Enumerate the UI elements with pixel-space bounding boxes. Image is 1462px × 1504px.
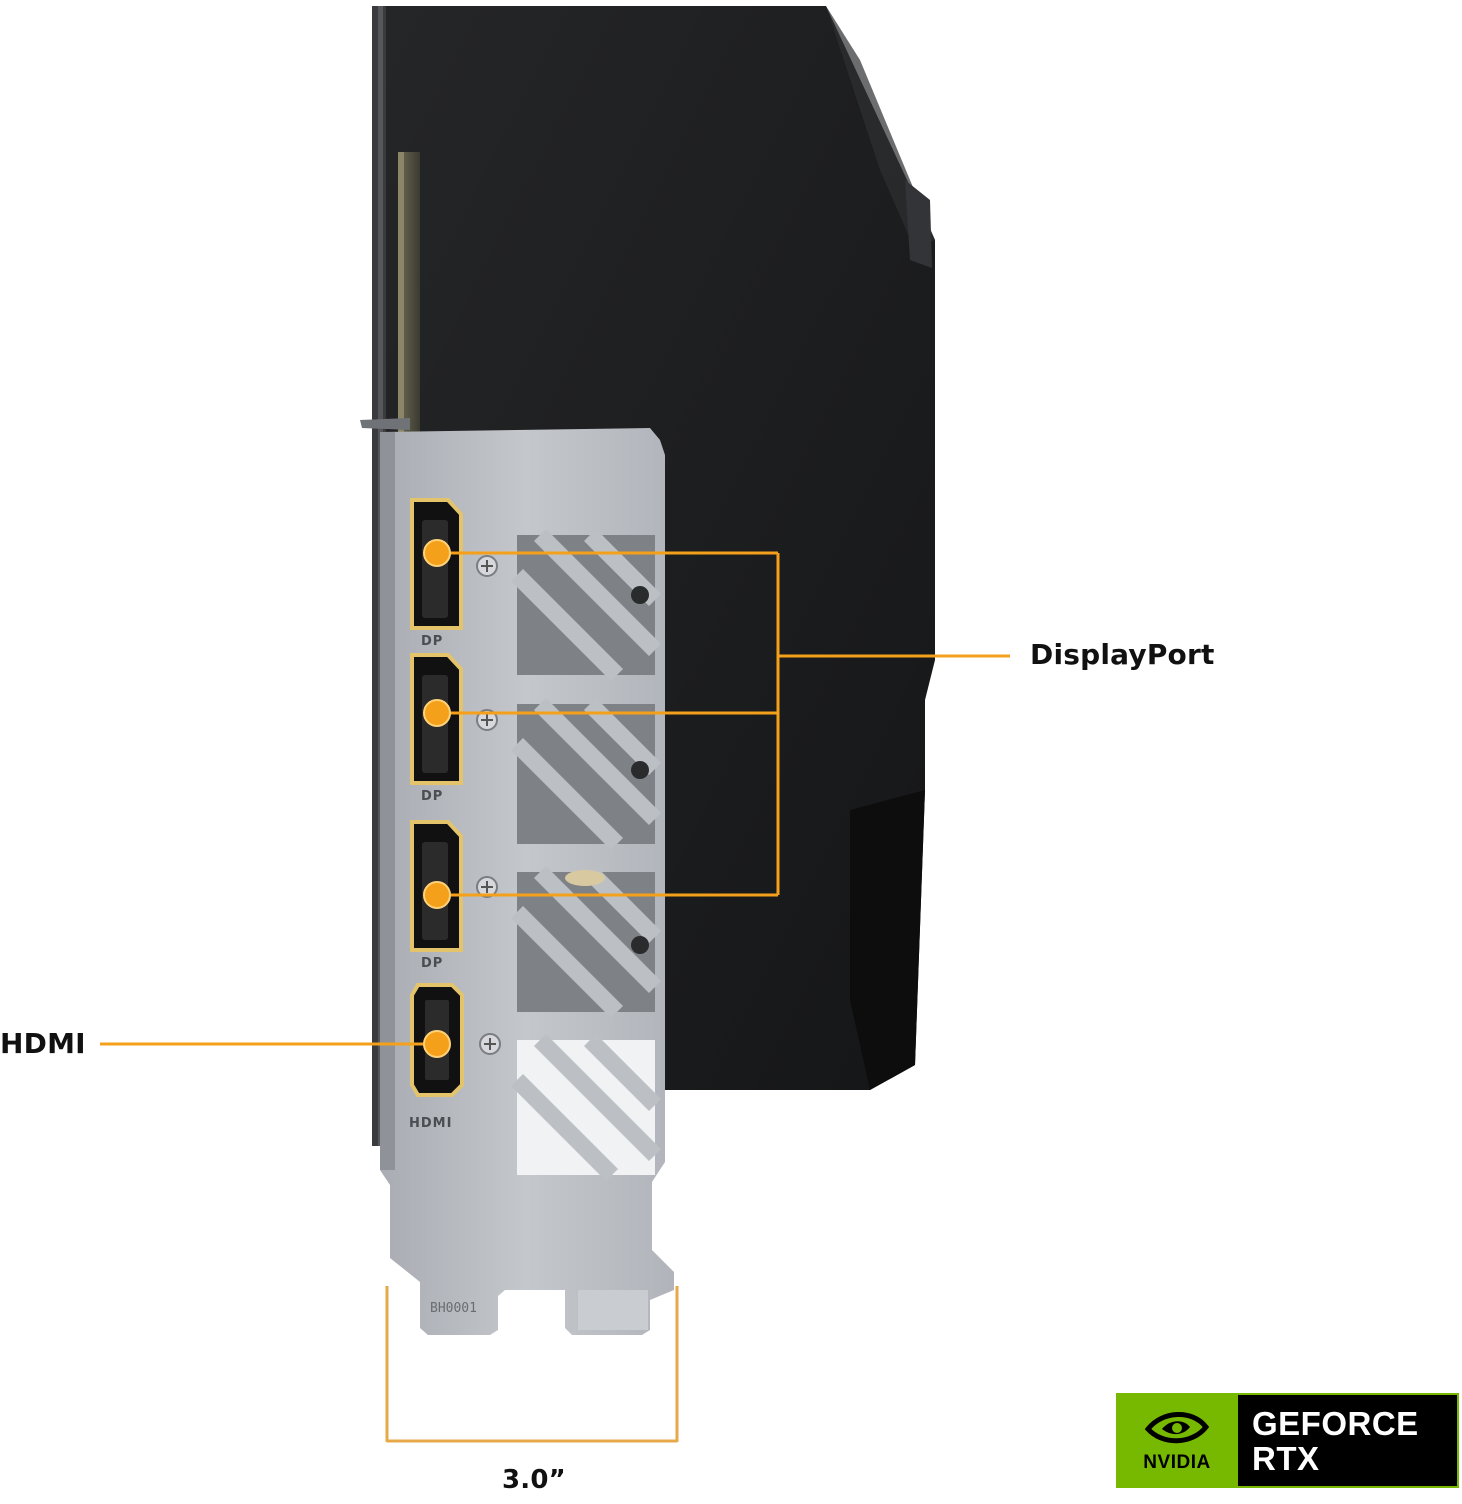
geforce-rtx-badge: NVIDIA GEFORCE RTX [1116,1393,1459,1488]
displayport-callout-lines [437,551,1010,897]
width-dimension-line [385,1286,679,1443]
displayport-connector: DP [410,498,463,649]
nvidia-eye-icon [1144,1412,1210,1444]
orange-dot-icon [423,539,451,1058]
pcb-edge [398,152,420,442]
bracket-code: BH0001 [430,1301,477,1316]
dp-port-label: DP [421,789,443,804]
nvidia-wordmark: NVIDIA [1143,1452,1211,1473]
badge-line-rtx: RTX [1252,1439,1320,1477]
nvidia-logo: NVIDIA [1116,1393,1238,1488]
displayport-connector: DP [410,653,463,804]
displayport-label: DisplayPort [1030,638,1215,671]
geforce-rtx-text: GEFORCE RTX [1238,1395,1457,1486]
badge-line-geforce: GEFORCE [1252,1404,1419,1442]
width-measurement-label: 3.0” [502,1465,566,1495]
dp-port-label: DP [421,634,443,649]
vent-area [510,528,662,1182]
dp-port-label: DP [421,956,443,971]
hdmi-port-label: HDMI [409,1116,452,1131]
hdmi-label: HDMI [0,1027,86,1060]
